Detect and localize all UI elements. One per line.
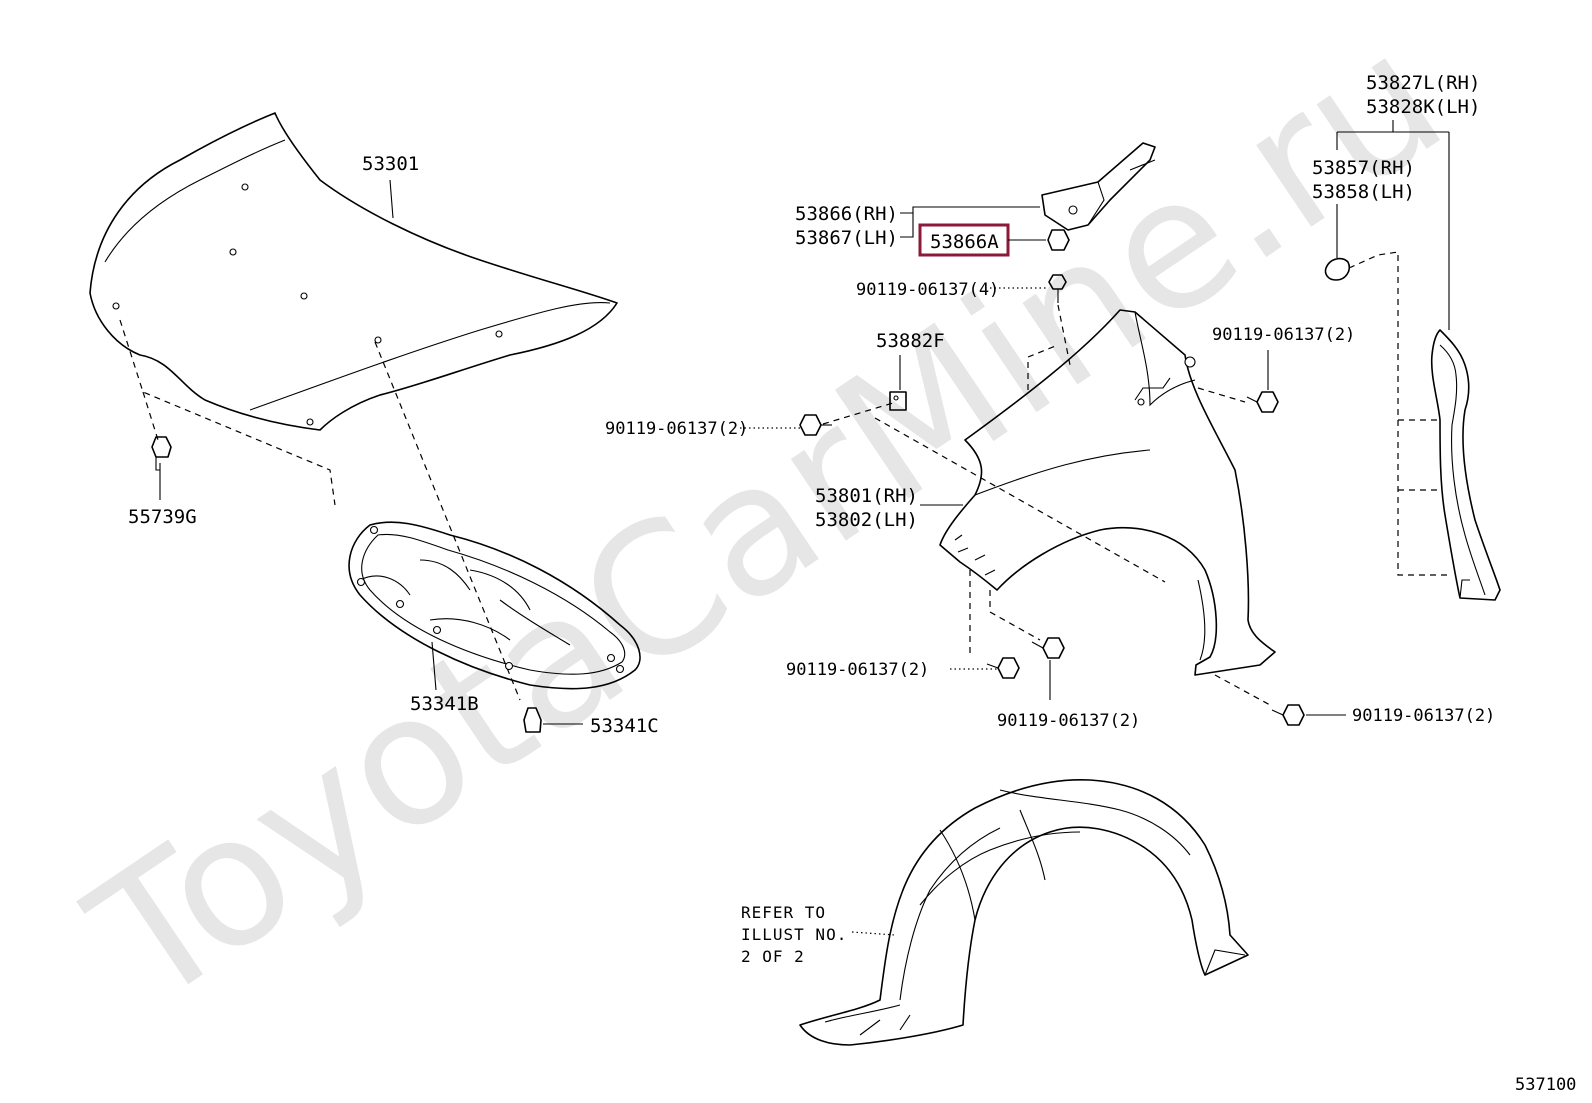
refer-line-2: ILLUST NO. xyxy=(741,925,847,944)
watermark: ToyotaCarMine.ru xyxy=(56,0,1477,1046)
fender-rh-part-number: 53801(RH) xyxy=(815,485,918,507)
bolt-bottom-right[interactable] xyxy=(1271,704,1305,726)
bolt-bottom-left-part-number: 90119-06137(2) xyxy=(786,660,929,680)
seal-upper-lh-part-number: 53828K(LH) xyxy=(1366,96,1480,118)
insulator-clip-part-number: 53341C xyxy=(590,715,659,737)
fender-lh-part-number: 53802(LH) xyxy=(815,509,918,531)
seal-lower-lh-part-number: 53858(LH) xyxy=(1312,181,1415,203)
seal-clip[interactable] xyxy=(1324,257,1351,281)
bolt-right[interactable] xyxy=(1246,391,1279,413)
hood-part-number: 53301 xyxy=(362,153,419,175)
hood-clip[interactable] xyxy=(151,436,172,471)
plate-part-number: 53882F xyxy=(876,330,945,352)
bolt-top-part-number: 90119-06137(4) xyxy=(856,280,999,300)
bolt-bottom-left[interactable] xyxy=(986,657,1020,679)
hood-clip-part-number: 55739G xyxy=(128,506,197,528)
bolt-bottom-mid[interactable] xyxy=(1031,637,1065,659)
bracket-clip[interactable] xyxy=(1047,229,1070,251)
bolt-left-part-number: 90119-06137(2) xyxy=(605,419,748,439)
hood-panel[interactable] xyxy=(89,112,618,431)
bolt-left[interactable] xyxy=(799,414,832,436)
illustration-code: 537100 xyxy=(1515,1075,1576,1095)
bolt-bottom-right-part-number: 90119-06137(2) xyxy=(1352,706,1495,726)
insulator-clip[interactable] xyxy=(523,707,542,733)
retainer-plate[interactable] xyxy=(889,391,907,411)
refer-line-1: REFER TO xyxy=(741,903,826,922)
bracket-rh-part-number: 53866(RH) xyxy=(795,203,898,225)
fender-liner[interactable] xyxy=(799,778,1249,1046)
seal-lower-rh-part-number: 53857(RH) xyxy=(1312,157,1415,179)
bracket-sub-part-number: 53866A xyxy=(930,231,999,253)
hood-insulator-part-number: 53341B xyxy=(410,693,479,715)
bracket-lh-part-number: 53867(LH) xyxy=(795,227,898,249)
refer-line-3: 2 OF 2 xyxy=(741,947,805,966)
fender-bracket[interactable] xyxy=(1041,142,1156,231)
hood-insulator[interactable] xyxy=(348,521,641,690)
seal-upper-rh-part-number: 53827L(RH) xyxy=(1366,72,1480,94)
bolt-right-part-number: 90119-06137(2) xyxy=(1212,325,1355,345)
bolt-bottom-mid-part-number: 90119-06137(2) xyxy=(997,711,1140,731)
fender-seal[interactable] xyxy=(1430,329,1501,601)
front-fender[interactable] xyxy=(939,309,1276,676)
bolt-top[interactable] xyxy=(1048,274,1067,303)
